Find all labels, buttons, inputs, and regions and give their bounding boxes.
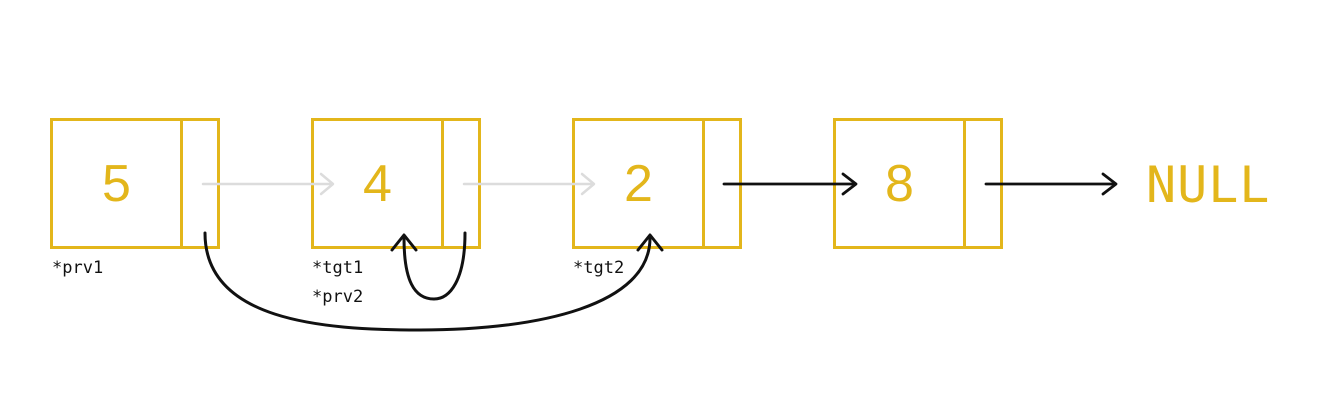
link-4-to-null bbox=[984, 172, 1118, 196]
link-1-to-3-curve bbox=[203, 231, 664, 332]
null-terminal: NULL bbox=[1146, 156, 1271, 214]
pointer-label-prv2: *prv2 bbox=[312, 287, 364, 307]
pointer-label-prv1: *prv1 bbox=[52, 258, 104, 278]
link-3-to-4 bbox=[722, 172, 858, 196]
node-1-value: 5 bbox=[53, 121, 183, 246]
node-2-value: 4 bbox=[314, 121, 444, 246]
old-link-1-to-2 bbox=[201, 172, 335, 196]
node-3-value: 2 bbox=[575, 121, 705, 246]
node-4-value: 8 bbox=[836, 121, 966, 246]
pointer-label-tgt1: *tgt1 bbox=[312, 258, 364, 278]
pointer-label-tgt2: *tgt2 bbox=[573, 258, 625, 278]
old-link-2-to-3 bbox=[462, 172, 596, 196]
link-2-to-2-loop bbox=[390, 231, 467, 301]
